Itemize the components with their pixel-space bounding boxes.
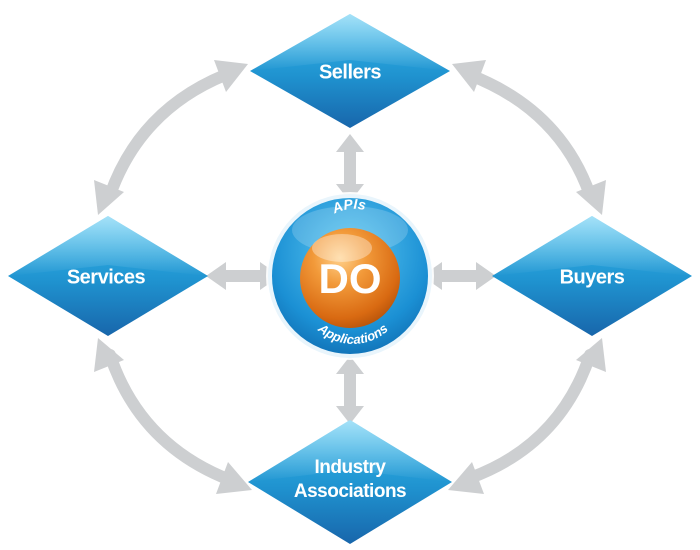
- node-services: Services: [8, 216, 208, 336]
- node-label-buyers: Buyers: [560, 266, 625, 288]
- curved-arrow-icon: [104, 349, 236, 486]
- hub-sphere: [300, 228, 400, 328]
- node-label-sellers: Sellers: [319, 61, 381, 83]
- node-label-associations: Associations: [294, 481, 406, 502]
- cycle-arrows: [104, 69, 596, 486]
- curved-arrow-icon: [464, 69, 596, 201]
- node-industry-associations: Industry Associations: [248, 420, 452, 544]
- hub: DO APIs Applications: [266, 192, 434, 360]
- node-buyers: Buyers: [492, 216, 692, 336]
- node-label-industry: Industry: [315, 457, 387, 478]
- double-arrow-icon: [336, 356, 364, 424]
- curved-arrow-icon: [464, 349, 596, 484]
- cycle-arrowheads: [94, 60, 606, 494]
- node-label-services: Services: [67, 266, 146, 288]
- hub-center-label: DO: [319, 255, 382, 302]
- double-arrow-icon: [336, 134, 364, 202]
- node-sellers: Sellers: [250, 14, 450, 128]
- curved-arrow-icon: [104, 69, 231, 201]
